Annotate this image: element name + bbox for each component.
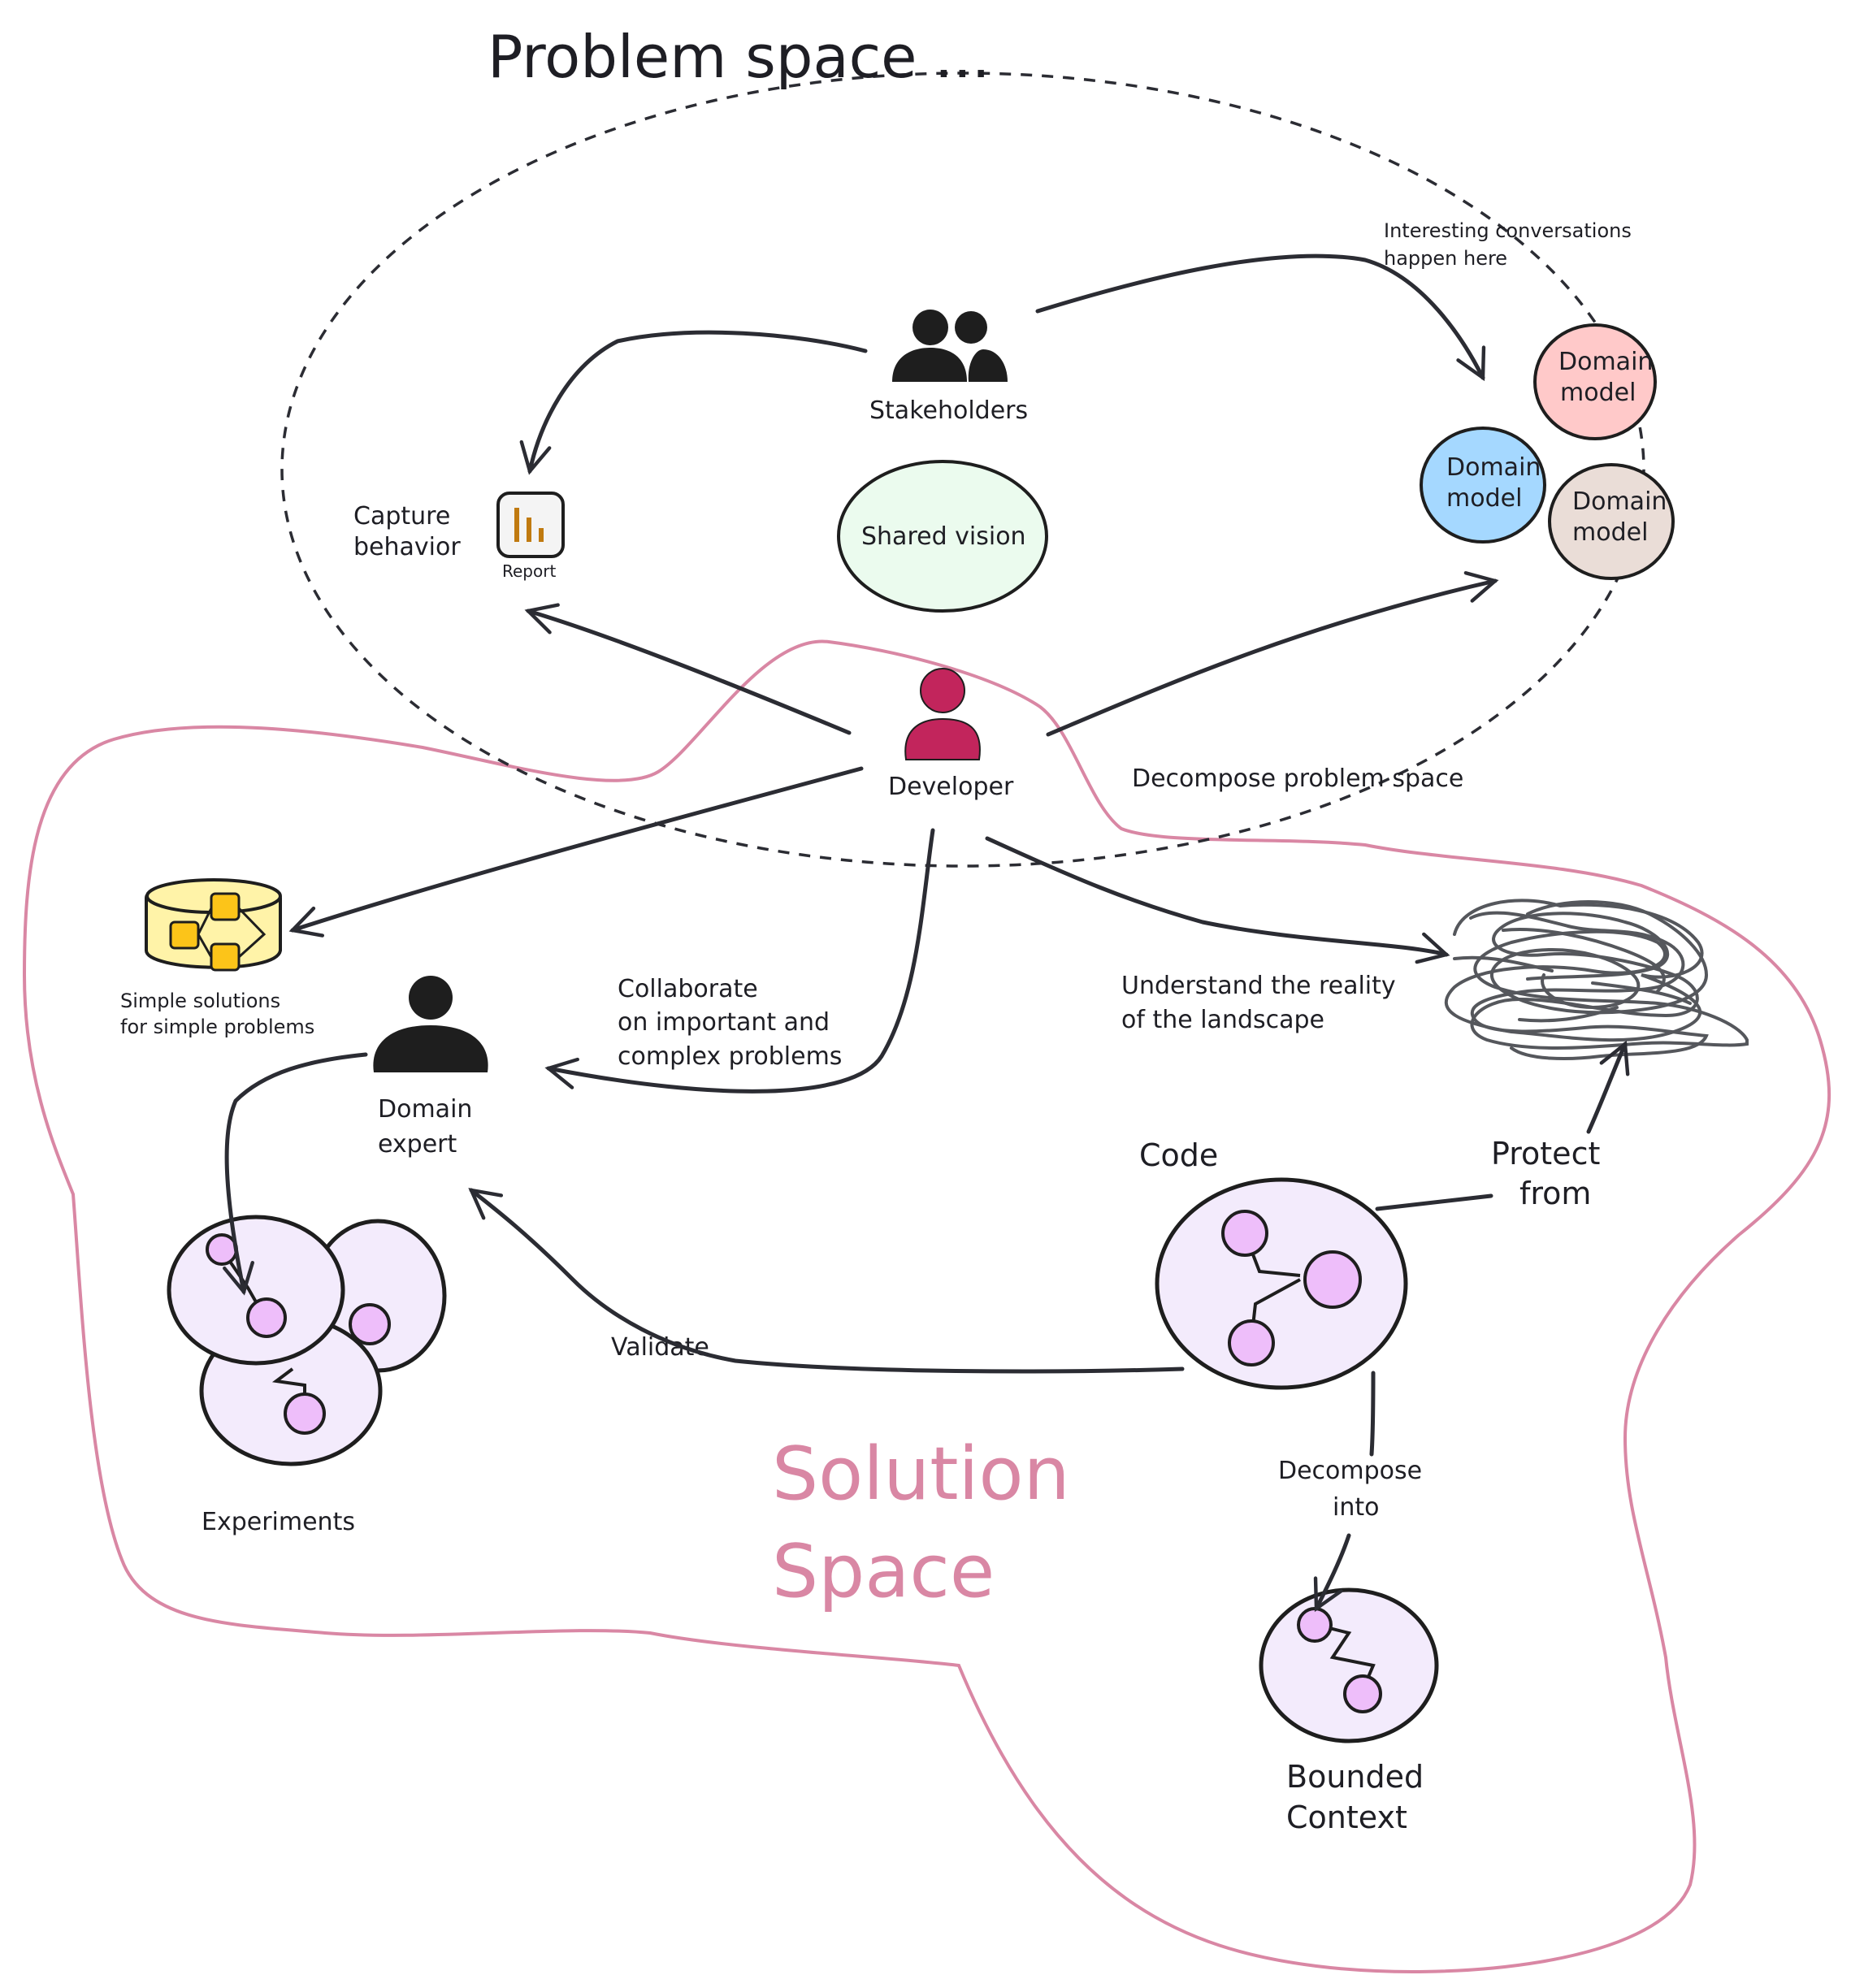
svg-text:model: model (1560, 379, 1636, 407)
line-code-to-decompose (1369, 1371, 1376, 1457)
svg-text:model: model (1446, 484, 1522, 513)
report-icon[interactable] (496, 492, 565, 558)
understand-line1: Understand the reality (1121, 972, 1396, 1000)
experiments-cluster (167, 1215, 447, 1466)
simple-solutions-line1: Simple solutions (120, 990, 280, 1012)
shared-vision-label: Shared vision (861, 522, 1026, 551)
arrow-domain-expert-to-experiments (223, 1052, 368, 1296)
svg-text:Domain: Domain (1446, 453, 1541, 482)
bounded-context-line1: Bounded (1286, 1759, 1424, 1795)
domain-expert-line1: Domain (378, 1095, 472, 1124)
arrow-code-to-domain-expert (468, 1188, 1185, 1374)
solution-space-outline (22, 639, 1831, 1973)
svg-text:Domain: Domain (1558, 348, 1653, 376)
stakeholders-icon (892, 310, 1008, 382)
protect-line2: from (1519, 1176, 1591, 1211)
developer-label: Developer (888, 773, 1014, 801)
solution-space-label-2: Space (772, 1529, 995, 1614)
simple-solutions-icon (145, 878, 282, 972)
code-circle (1155, 1177, 1408, 1390)
solution-space-label-1: Solution (772, 1431, 1070, 1517)
page-title: Problem space (488, 23, 917, 91)
developer-icon (904, 668, 981, 760)
bounded-context-line2: Context (1286, 1800, 1407, 1835)
collaborate-line3: complex problems (618, 1042, 842, 1071)
collaborate-line2: on important and (618, 1008, 830, 1037)
capture-behavior-line1: Capture (353, 502, 450, 531)
arrow-developer-to-domain-expert (544, 828, 935, 1094)
decompose-into-line2: into (1333, 1493, 1379, 1522)
shared-vision-ellipse (837, 460, 1048, 613)
arrow-decompose-to-bounded-context (1313, 1533, 1351, 1613)
decompose-into-line1: Decompose (1278, 1457, 1422, 1485)
line-code-to-protect (1375, 1193, 1493, 1211)
arrow-developer-to-report (524, 603, 852, 735)
decompose-problem-label: Decompose problem space (1132, 764, 1463, 793)
arrow-stakeholders-to-domain-models (1035, 253, 1486, 382)
arrow-developer-to-simple-solutions (288, 766, 864, 938)
arrow-developer-to-landscape (985, 836, 1450, 964)
svg-text:Domain: Domain (1572, 487, 1667, 516)
bounded-context-circle (1259, 1587, 1439, 1743)
tangled-landscape-scribble (1444, 899, 1749, 1060)
collaborate-line1: Collaborate (618, 975, 758, 1003)
domain-model-left: Domain model (1420, 427, 1546, 544)
arrow-stakeholders-to-report (519, 330, 868, 475)
title-ellipsis: ... (934, 23, 991, 91)
experiments-label: Experiments (202, 1508, 355, 1536)
interesting-line2: happen here (1384, 247, 1507, 270)
code-label: Code (1139, 1137, 1218, 1173)
domain-expert-line2: expert (378, 1130, 457, 1159)
simple-solutions-line2: for simple problems (120, 1016, 314, 1038)
domain-model-top: Domain model (1533, 323, 1657, 440)
capture-behavior-line2: behavior (353, 533, 461, 561)
interesting-line1: Interesting conversations (1384, 219, 1632, 242)
stakeholders-label: Stakeholders (869, 396, 1028, 425)
protect-line1: Protect (1491, 1136, 1600, 1172)
svg-text:model: model (1572, 518, 1648, 547)
domain-model-right: Domain model (1548, 463, 1675, 580)
arrow-protect-to-landscape (1586, 1040, 1630, 1134)
problem-space-boundary (280, 71, 1645, 868)
understand-line2: of the landscape (1121, 1006, 1324, 1034)
domain-expert-icon (373, 976, 488, 1072)
arrow-developer-to-domain-models (1046, 571, 1499, 737)
report-caption: Report (502, 561, 556, 581)
